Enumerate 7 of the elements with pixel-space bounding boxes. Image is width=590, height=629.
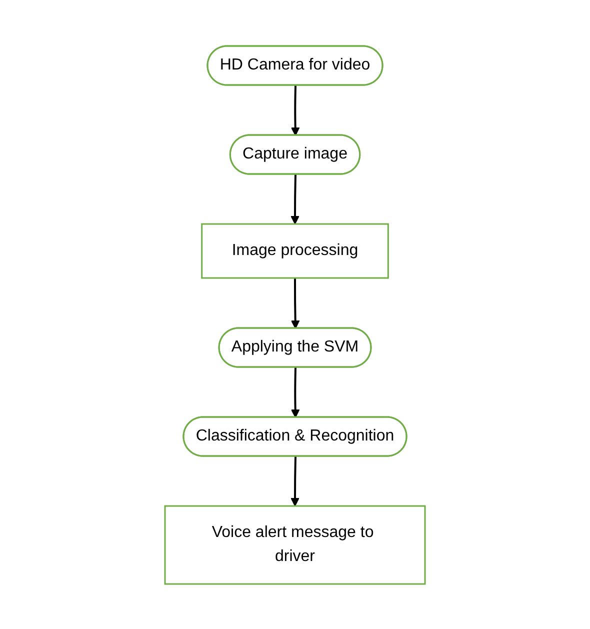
arrow: [290, 174, 300, 224]
arrow: [290, 278, 300, 328]
arrow: [290, 366, 300, 418]
arrow: [290, 84, 300, 136]
node-box: Image processing: [201, 222, 389, 278]
node-box: Voice alert message to driver: [164, 504, 426, 584]
arrow: [290, 456, 300, 506]
